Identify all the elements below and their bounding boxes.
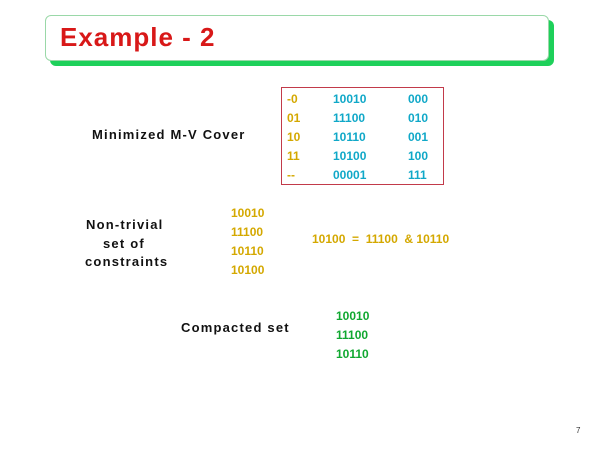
title-box [45, 15, 549, 61]
constraints-label-line1: Non-trivial [86, 217, 164, 232]
compacted-value: 10010 [336, 309, 370, 323]
mv-cover-cell: 11100 [333, 111, 366, 125]
mv-cover-cell: -- [287, 168, 295, 182]
mv-cover-cell: 100 [408, 149, 429, 163]
compacted-value: 10110 [336, 347, 369, 361]
mv-cover-cell: -0 [287, 92, 298, 106]
mv-cover-cell: 000 [408, 92, 429, 106]
compacted-set-label: Compacted set [181, 320, 290, 335]
mv-cover-label: Minimized M-V Cover [92, 127, 246, 142]
constraint-value: 10010 [231, 206, 265, 220]
constraint-value: 10100 [231, 263, 265, 277]
mv-cover-cell: 111 [408, 168, 427, 182]
constraints-label-line3: constraints [85, 254, 169, 269]
mv-cover-cell: 001 [408, 130, 429, 144]
page-number: 7 [576, 426, 581, 435]
constraint-value: 10110 [231, 244, 264, 258]
mv-cover-cell: 10100 [333, 149, 367, 163]
compacted-values: 10010 11100 10110 [336, 307, 369, 364]
constraint-equation: 10100 = 11100 & 10110 [312, 232, 450, 246]
mv-cover-box [281, 87, 444, 185]
mv-cover-cell: 11 [287, 149, 300, 163]
mv-cover-col2: 10010 11100 10110 10100 00001 [333, 90, 366, 185]
mv-cover-cell: 10010 [333, 92, 367, 106]
slide-title: Example - 2 [60, 22, 216, 52]
constraint-value: 11100 [231, 225, 264, 239]
constraints-label-line2: set of [103, 236, 145, 251]
mv-cover-col3: 000 010 001 100 111 [408, 90, 428, 185]
mv-cover-cell: 01 [287, 111, 301, 125]
constraints-values: 10010 11100 10110 10100 [231, 204, 264, 280]
mv-cover-cell: 10110 [333, 130, 366, 144]
mv-cover-cell: 010 [408, 111, 429, 125]
compacted-value: 11100 [336, 328, 369, 342]
mv-cover-cell: 10 [287, 130, 301, 144]
mv-cover-cell: 00001 [333, 168, 367, 182]
mv-cover-col1: -0 01 10 11 -- [287, 90, 300, 185]
